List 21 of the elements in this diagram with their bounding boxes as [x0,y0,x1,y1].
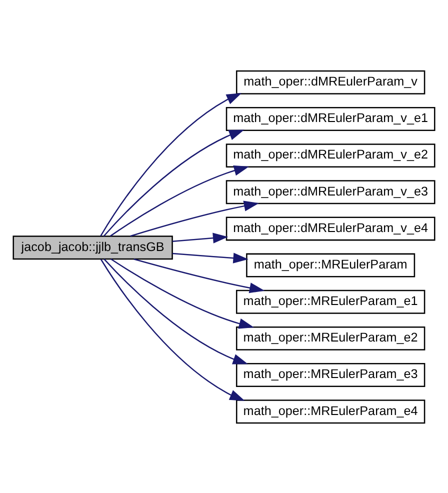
node-box: jacob_jacob::jjlb_transGB [12,235,173,260]
arrow [103,129,244,236]
node-box: math_oper::dMREulerParam_v_e3 [226,180,436,204]
node-box: math_oper::MREulerParam_e4 [236,399,426,424]
arrow [100,258,245,400]
node-box: math_oper::dMREulerParam_v_e2 [226,143,436,168]
arrow [110,258,254,328]
arrow [134,258,265,293]
node-box: math_oper::MREulerParam_e1 [236,289,426,314]
node-box: math_oper::dMREulerParam_v_e4 [226,216,436,240]
node-box: math_oper::MREulerParam_e2 [236,326,426,350]
arrow [100,92,242,236]
node-box: math_oper::MREulerParam [246,252,416,277]
arrow [110,164,250,236]
arrow [130,200,260,236]
node-box: math_oper::MREulerParam_e3 [236,362,426,386]
arrow [172,232,228,243]
arrow [104,258,248,364]
node-box: math_oper::dMREulerParam_v [236,70,426,94]
arrow [172,252,248,263]
node-box: math_oper::dMREulerParam_v_e1 [226,106,436,130]
